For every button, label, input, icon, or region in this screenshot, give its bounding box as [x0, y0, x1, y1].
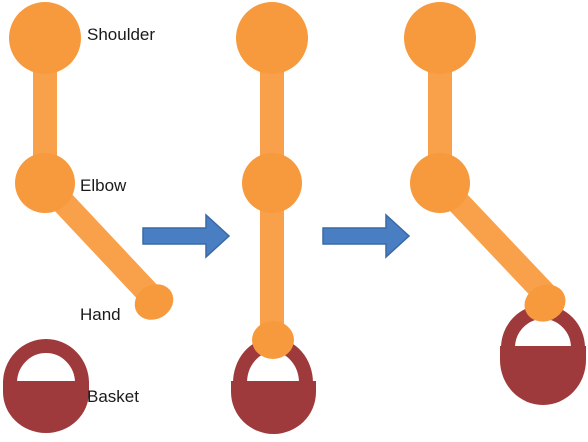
basket-icon	[3, 339, 89, 433]
elbow-joint	[15, 153, 75, 213]
shoulder-joint	[236, 2, 308, 74]
basket-label: Basket	[87, 387, 139, 406]
hand	[134, 284, 174, 320]
arm-position-1	[3, 2, 174, 433]
elbow-label: Elbow	[80, 176, 127, 195]
hand	[252, 321, 294, 359]
shoulder-label: Shoulder	[87, 25, 156, 44]
hand-label: Hand	[80, 305, 121, 324]
elbow-joint	[410, 153, 470, 213]
arm-position-3	[404, 2, 586, 405]
basket-body	[3, 381, 89, 433]
right-arrow-icon	[142, 213, 231, 259]
elbow-joint	[242, 153, 302, 213]
basket-icon	[500, 305, 586, 405]
basket-body	[231, 381, 316, 435]
right-arrow-icon	[322, 213, 411, 259]
shoulder-joint	[404, 2, 476, 74]
basket-body	[500, 346, 586, 405]
shoulder-joint	[9, 2, 81, 74]
basket-handle	[3, 339, 89, 384]
arm-position-2	[231, 2, 316, 435]
hand	[524, 284, 566, 322]
